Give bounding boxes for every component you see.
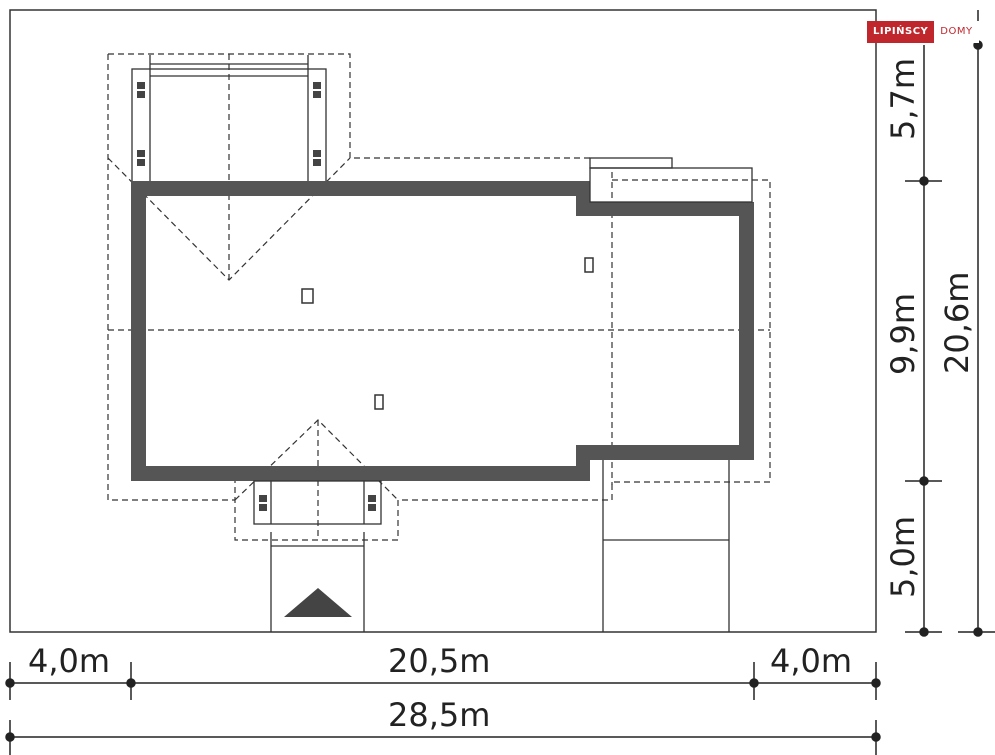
brand-name-bold: LIPIŃSCY (867, 21, 935, 43)
dim-bottom-setback: 5,0m (884, 516, 922, 598)
dim-house-width: 20,5m (388, 642, 490, 680)
dim-right-setback: 4,0m (770, 642, 852, 680)
horizontal-dimension-lines (5, 662, 881, 755)
chimneys (301, 257, 594, 410)
brand-name-light: DOMY (934, 21, 979, 43)
garage-structure (589, 157, 753, 203)
dim-left-setback: 4,0m (28, 642, 110, 680)
vertical-dimension-lines (905, 10, 995, 637)
driveways (270, 460, 730, 632)
house-walls (131, 181, 754, 481)
brand-logo: LIPIŃSCY DOMY (867, 21, 979, 43)
dim-house-depth: 9,9m (884, 293, 922, 375)
entrance-porch-posts (259, 495, 376, 511)
dim-top-setback: 5,7m (884, 58, 922, 140)
entrance-arrow (284, 588, 352, 617)
entrance-porch (253, 480, 382, 525)
dim-total-depth: 20,6m (938, 272, 976, 374)
roof-outline (107, 53, 771, 541)
top-porch-posts (137, 82, 321, 166)
dim-total-width: 28,5m (388, 696, 490, 734)
plot-boundary (9, 9, 877, 633)
